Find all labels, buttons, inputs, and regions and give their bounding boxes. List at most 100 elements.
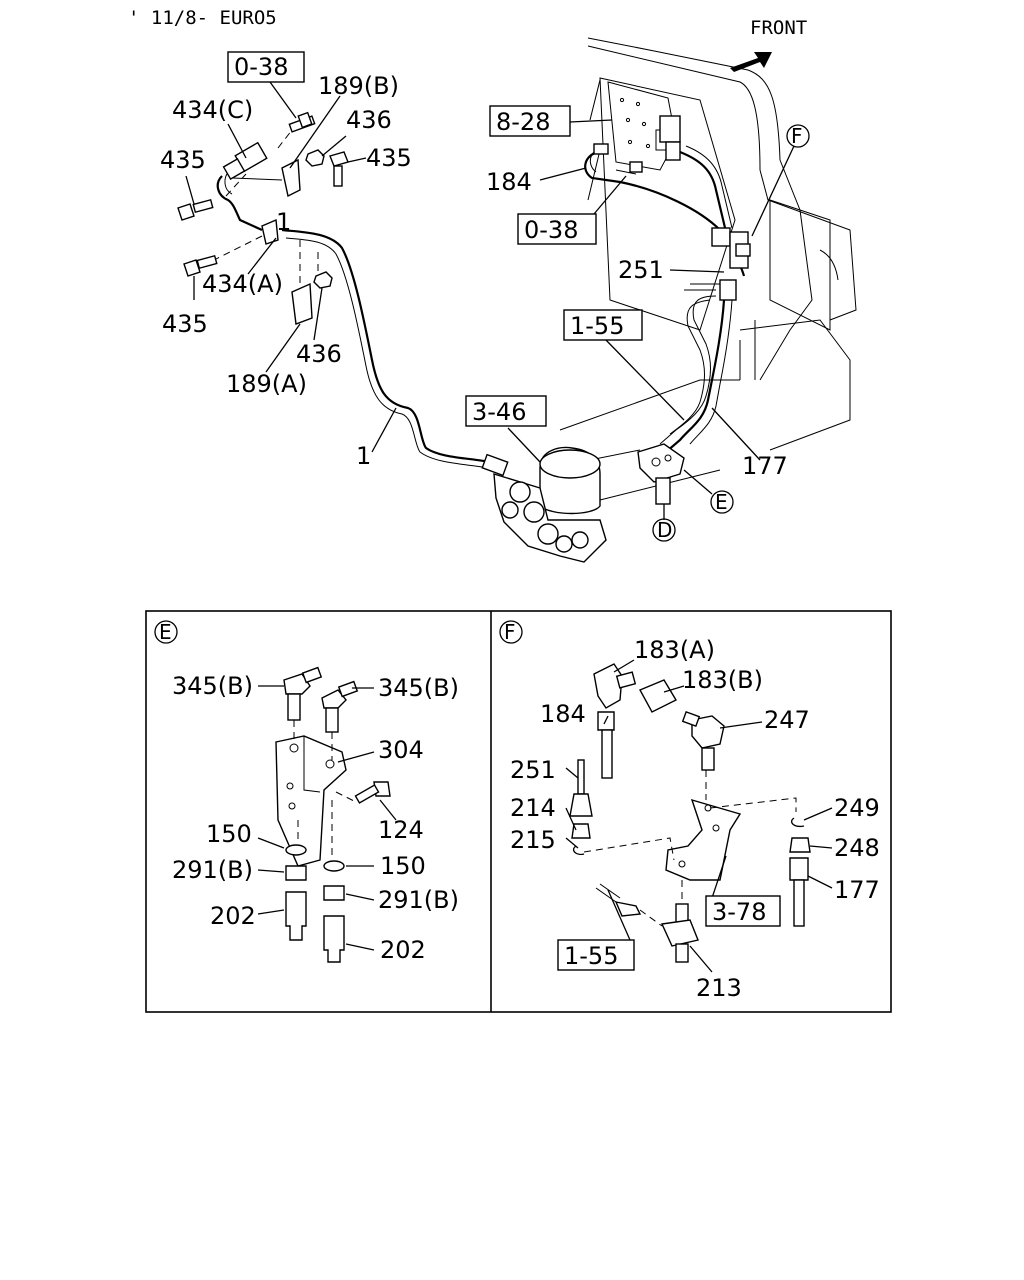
air-dryer-assembly [481,446,607,563]
fitting-434c [216,141,268,232]
label-304: 304 [378,736,424,764]
bolt-124 [354,781,391,804]
label-247: 247 [764,706,810,734]
bolt-435-top-right [329,151,349,187]
label-291b-left: 291(B) [172,856,253,884]
label-436-top: 436 [346,106,392,134]
label-183a: 183(A) [634,636,715,664]
tee-213 [595,883,699,963]
pipe-177-bundle [659,283,733,453]
pipe-184-detail [597,711,615,779]
ref-box-3-78 [705,895,781,927]
pipe-184 [584,150,726,243]
detail-panel-e: E [154,620,459,964]
detail-e-letter: E [715,490,728,514]
label-150-left: 150 [206,820,252,848]
label-184-detail: 184 [540,700,586,728]
label-435-bottom: 435 [162,310,208,338]
nut-436-top [305,149,325,167]
ref-0-38-top: 0-38 [234,53,288,81]
detail-f-letter: F [791,124,803,148]
coupler-183b [639,679,677,713]
detail-f-marker [786,124,810,148]
label-435-left: 435 [160,146,206,174]
small-bolt-0-38 [615,161,643,175]
standoff-202-right [323,915,345,963]
label-202-right: 202 [380,936,426,964]
label-434a: 434(A) [202,270,283,298]
plate-holes [619,97,651,149]
label-183b: 183(B) [682,666,763,694]
fitting-345b-right [321,680,359,733]
label-1-hose-end: 1 [276,208,291,236]
standoff-202-left [285,891,307,941]
clip-215 [572,845,585,856]
ref-1-55-detail: 1-55 [564,942,618,970]
label-202-left: 202 [210,902,256,930]
panel-f-letter: F [504,620,516,644]
clip-249 [790,817,805,828]
label-184: 184 [486,168,532,196]
nut-248 [789,837,811,853]
label-189b: 189(B) [318,72,399,100]
ref-3-78: 3-78 [712,898,766,926]
hose-1 [281,228,505,471]
elbow-183a [593,663,637,709]
nut-214 [571,823,591,839]
label-124: 124 [378,816,424,844]
label-345b-right: 345(B) [378,674,459,702]
panel-f-marker [499,620,523,644]
ref-0-38-mid: 0-38 [524,216,578,244]
ref-box-0-38-mid [517,213,597,245]
pipe-184-end-fitting [593,143,609,155]
bracket-3-78 [665,798,742,881]
detail-d-letter: D [657,518,672,542]
label-436-bottom: 436 [296,340,342,368]
label-177-detail: 177 [834,876,880,904]
label-150-right: 150 [380,852,426,880]
leader-lines-main [185,81,795,520]
nut-291b-left [285,865,307,881]
panel-e-letter: E [159,620,172,644]
bracket-189a [261,218,313,325]
tee-247 [681,711,725,771]
washer-150-right [323,860,345,872]
label-251-detail: 251 [510,756,556,784]
label-345b-left: 345(B) [172,672,253,700]
label-214: 214 [510,794,556,822]
version-label: ' 11/8- EURO5 [128,7,277,29]
front-arrow-icon [730,52,772,72]
ref-box-0-38-top [227,51,305,83]
label-249: 249 [834,794,880,822]
label-434c: 434(C) [172,96,253,124]
ref-3-46: 3-46 [472,398,526,426]
plate-valve [659,115,681,161]
label-215: 215 [510,826,556,854]
ref-box-8-28 [489,105,571,137]
label-189a: 189(A) [226,370,307,398]
label-1: 1 [356,442,371,470]
ref-8-28: 8-28 [496,108,550,136]
distribution-block [637,443,685,505]
bolt-435-bottom [183,254,218,277]
detail-panels-frame [145,610,892,1013]
label-291b-right: 291(B) [378,886,459,914]
label-248: 248 [834,834,880,862]
label-213: 213 [696,974,742,1002]
pipe-251-detail [569,759,593,817]
ref-box-1-55-detail [557,939,635,971]
fitting-345b-left [283,666,323,721]
detail-d-marker [652,518,676,542]
front-indicator: FRONT [730,17,807,72]
panel-e-marker [154,620,178,644]
bracket-304 [275,735,347,867]
label-251: 251 [618,256,664,284]
detail-panel-f: F [499,620,880,1002]
bolt-435-left [177,198,214,221]
nut-436-bottom [313,271,333,289]
ref-box-1-55 [563,309,643,341]
pipe-177-detail [789,857,809,927]
nut-291b-right [323,885,345,901]
main-assembly-view: 0-38 189(B) 434(C) 436 435 435 1 434(A) … [160,37,857,563]
